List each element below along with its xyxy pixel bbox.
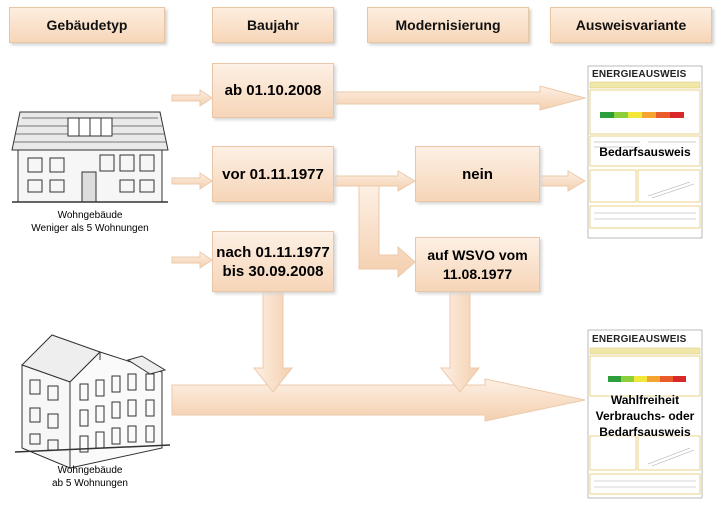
- label-wahlfreiheit: Wahlfreiheit Verbrauchs- oder Bedarfsaus…: [586, 392, 704, 440]
- nach-1977-line2: bis 30.09.2008: [222, 262, 324, 280]
- wahlfreiheit-line2: Verbrauchs- oder: [595, 409, 695, 423]
- small-building-line1: Wohngebäude: [57, 210, 123, 221]
- wsvo-line2: 11.08.1977: [442, 265, 513, 282]
- wahlfreiheit-line1: Wahlfreiheit: [610, 393, 680, 407]
- box-ab-2008: ab 01.10.2008: [212, 63, 334, 118]
- small-house-illustration: [11, 111, 169, 203]
- large-building-line1: Wohngebäude: [57, 465, 123, 476]
- arrow-nein-to-ausweis: [539, 170, 586, 192]
- arrow-ab-2008-to-ausweis: [333, 85, 587, 111]
- box-nach-1977: nach 01.11.1977 bis 30.09.2008: [212, 231, 334, 292]
- arrow-in-nach-1977: [171, 251, 213, 269]
- arrow-large-building-to-ausweis: [171, 378, 586, 422]
- energieausweis-document-bottom: [587, 329, 703, 499]
- header-gebaeudetyp: Gebäudetyp: [9, 7, 165, 43]
- box-wsvo: auf WSVO vom 11.08.1977: [415, 237, 540, 292]
- caption-small-building: Wohngebäude Weniger als 5 Wohnungen: [10, 209, 170, 235]
- wsvo-line1: auf WSVO vom: [427, 246, 528, 263]
- small-building-line2: Weniger als 5 Wohnungen: [31, 223, 149, 234]
- energieausweis-document-top: [587, 65, 703, 239]
- arrow-vor-1977-to-wsvo: [358, 185, 416, 279]
- large-building-line2: ab 5 Wohnungen: [52, 478, 128, 489]
- caption-large-building: Wohngebäude ab 5 Wohnungen: [10, 464, 170, 490]
- doc-title-bottom: ENERGIEAUSWEIS: [592, 334, 687, 345]
- doc-title-top: ENERGIEAUSWEIS: [592, 69, 687, 80]
- large-building-illustration: [14, 334, 171, 469]
- arrow-in-ab-2008: [171, 89, 213, 107]
- arrow-vor-1977-to-nein: [333, 170, 416, 192]
- box-vor-1977: vor 01.11.1977: [212, 146, 334, 202]
- box-nein: nein: [415, 146, 540, 202]
- header-baujahr: Baujahr: [212, 7, 334, 43]
- label-bedarfsausweis: Bedarfsausweis: [599, 145, 691, 159]
- nach-1977-line1: nach 01.11.1977: [216, 243, 330, 261]
- arrow-wsvo-down: [439, 291, 481, 393]
- header-modernisierung: Modernisierung: [367, 7, 529, 43]
- arrow-in-vor-1977: [171, 172, 213, 190]
- arrow-nach-1977-down: [252, 291, 294, 393]
- header-ausweisvariante: Ausweisvariante: [550, 7, 712, 43]
- wahlfreiheit-line3: Bedarfsausweis: [599, 425, 691, 439]
